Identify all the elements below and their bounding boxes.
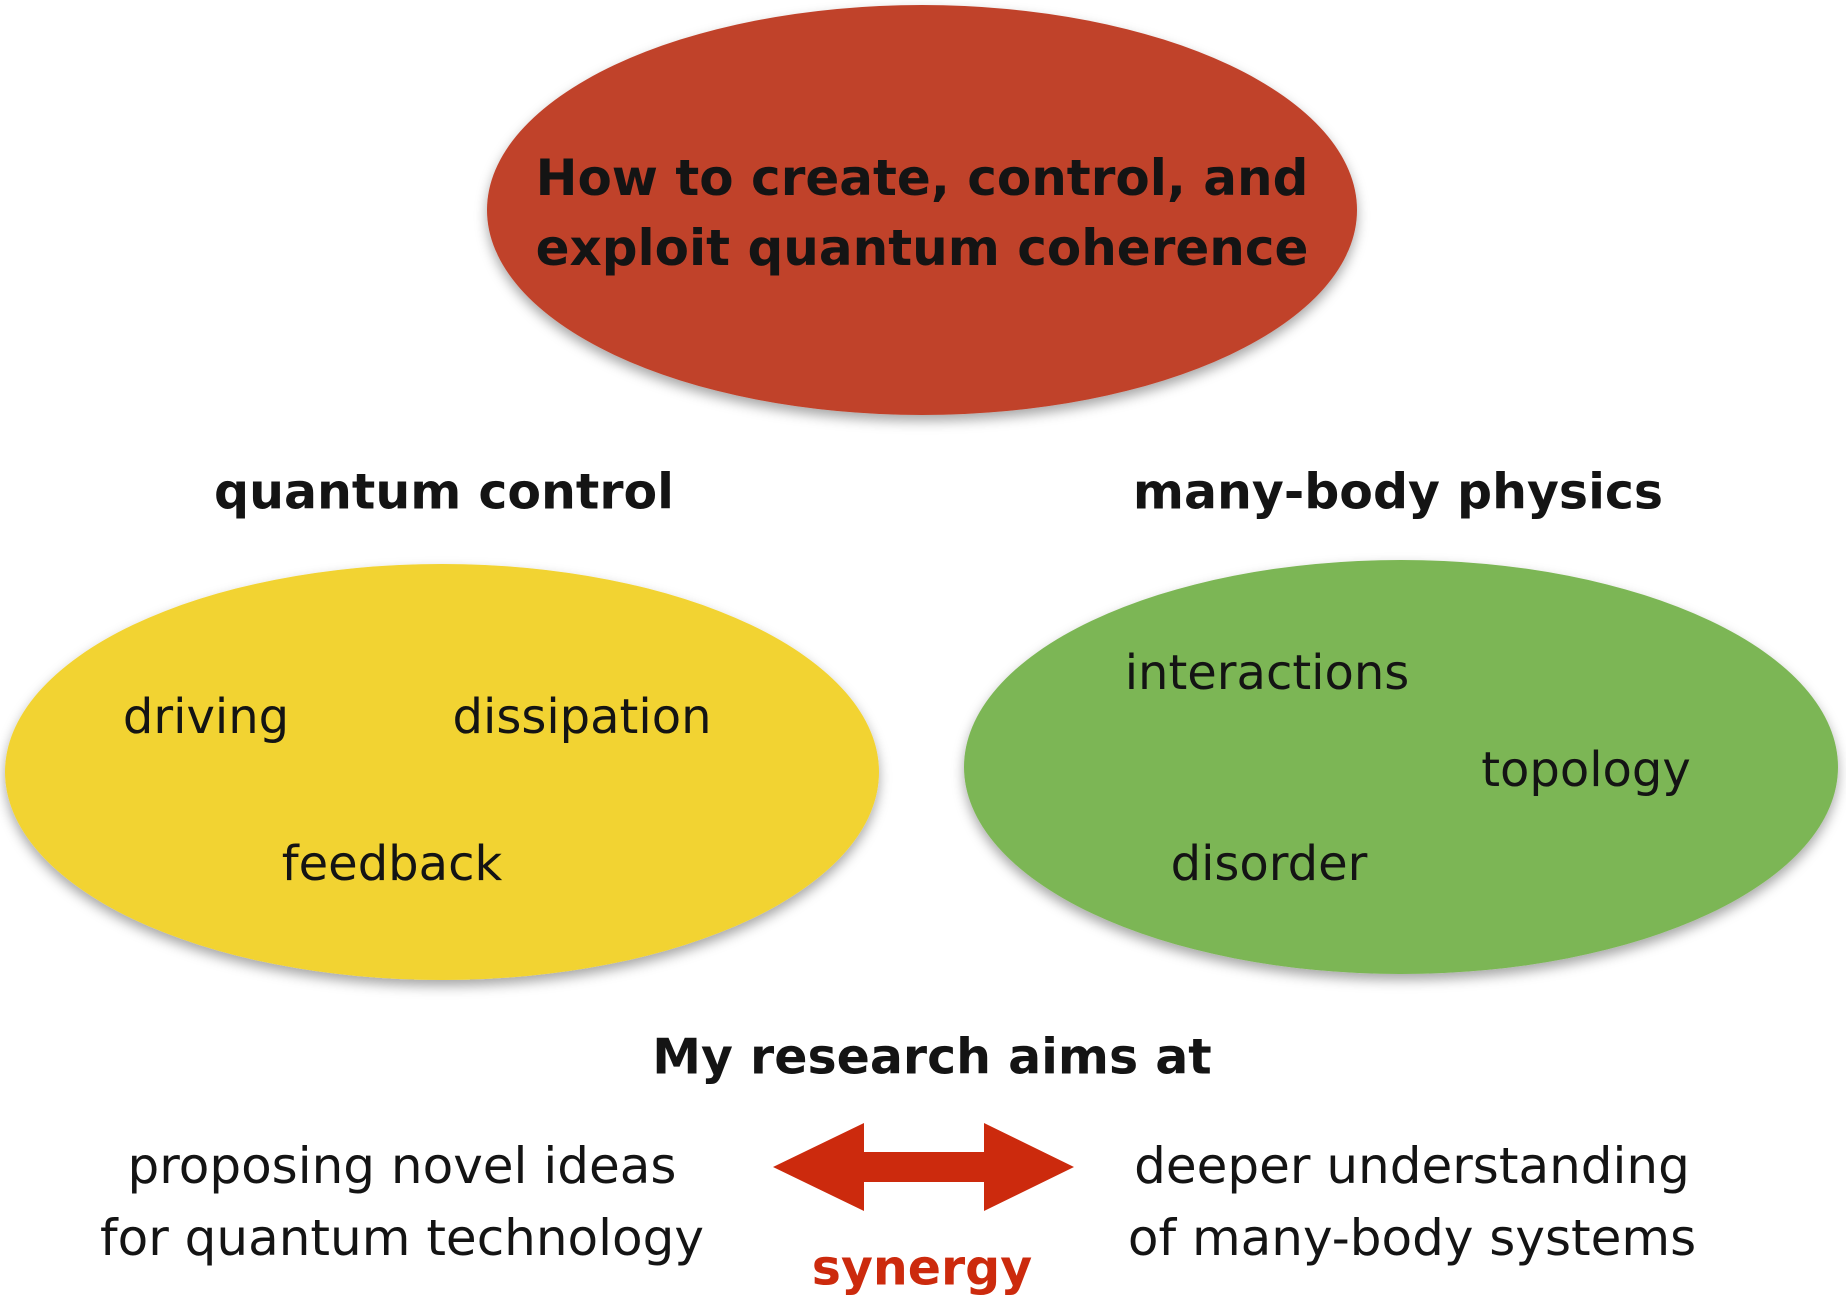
- aim-left-line1: proposing novel ideas: [127, 1137, 677, 1195]
- double-arrow: [773, 1123, 1074, 1211]
- aim-right-line1: deeper understanding: [1134, 1137, 1690, 1195]
- top-ellipse: [487, 5, 1357, 415]
- item-dissipation: dissipation: [452, 689, 712, 745]
- item-topology: topology: [1481, 742, 1691, 798]
- top-ellipse-line2: exploit quantum coherence: [535, 219, 1309, 277]
- many-body-physics-heading: many-body physics: [1132, 463, 1664, 521]
- item-disorder: disorder: [1170, 836, 1368, 892]
- item-interactions: interactions: [1124, 645, 1410, 701]
- top-ellipse-line1: How to create, control, and: [535, 149, 1309, 207]
- aim-left-line2: for quantum technology: [100, 1209, 704, 1267]
- top-ellipse-text: How to create, control, and exploit quan…: [536, 143, 1309, 283]
- right-ellipse: [964, 560, 1838, 974]
- synergy-label: synergy: [811, 1239, 1033, 1297]
- research-aims-heading: My research aims at: [652, 1028, 1212, 1086]
- quantum-control-heading: quantum control: [214, 463, 674, 521]
- aim-left: proposing novel ideas for quantum techno…: [100, 1130, 704, 1274]
- aim-right: deeper understanding of many-body system…: [1128, 1130, 1696, 1274]
- aim-right-line2: of many-body systems: [1127, 1209, 1697, 1267]
- item-driving: driving: [122, 689, 290, 745]
- left-ellipse: [5, 564, 879, 980]
- item-feedback: feedback: [281, 836, 503, 892]
